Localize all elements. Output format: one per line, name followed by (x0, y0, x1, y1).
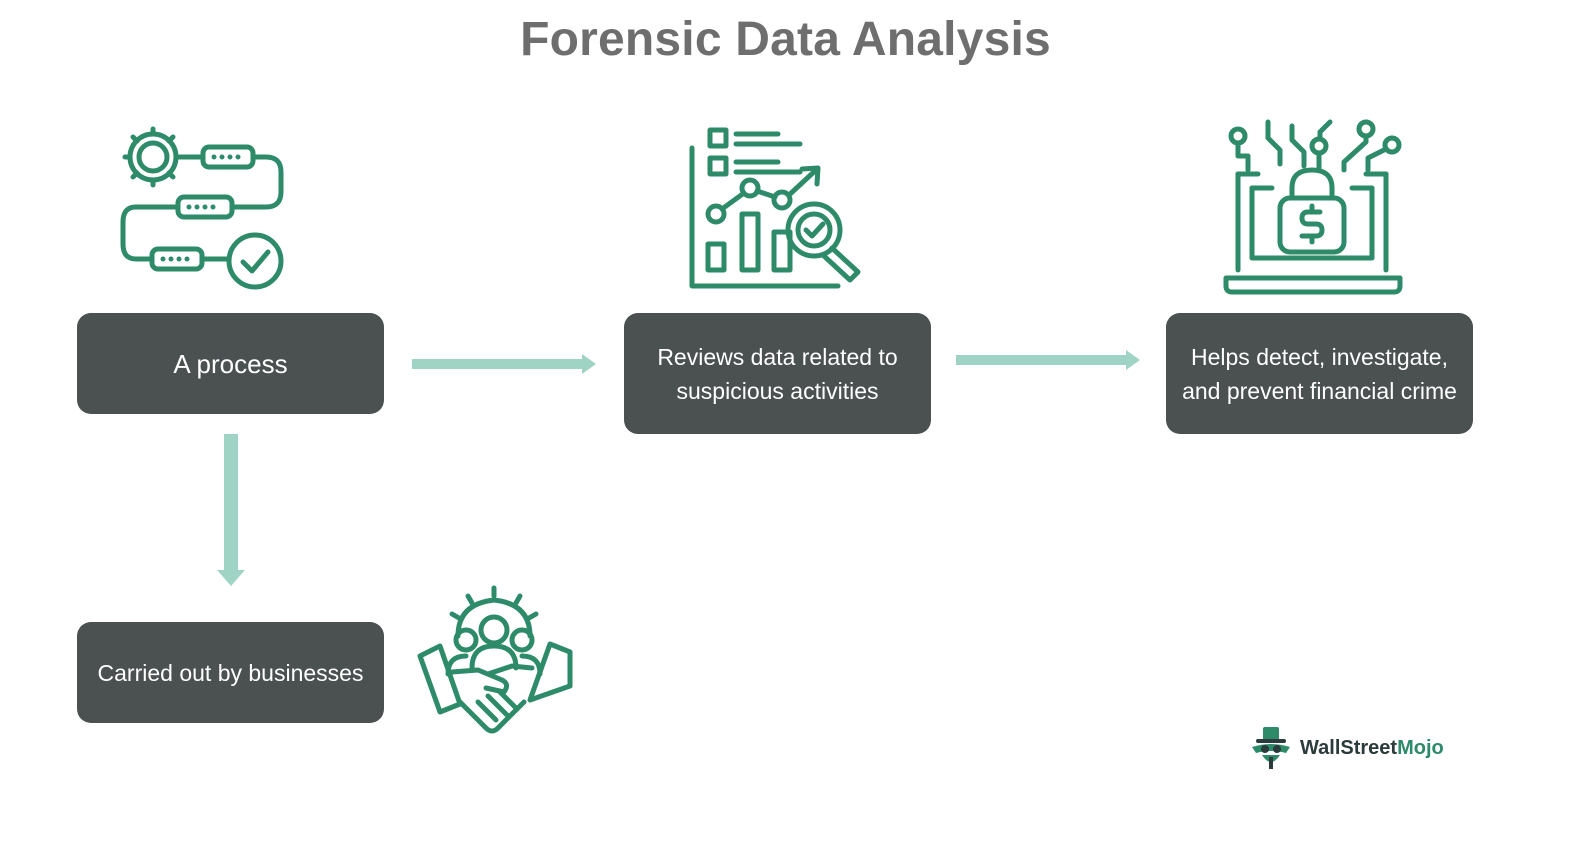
logo-mascot-icon (1252, 727, 1290, 769)
arrow-right-1 (412, 354, 596, 374)
arrow-right-2 (956, 350, 1140, 370)
arrow-down (217, 434, 245, 586)
process-box: A process (77, 313, 384, 414)
reviews-box: Reviews data related to suspicious activ… (624, 313, 931, 434)
logo-text-part1: WallStreet (1300, 736, 1398, 759)
logo-text-part2: Mojo (1397, 736, 1444, 759)
helps-box: Helps detect, investigate, and prevent f… (1166, 313, 1473, 434)
data-analysis-chart-icon (689, 127, 861, 289)
team-handshake-icon (417, 585, 573, 734)
carried-out-box: Carried out by businesses (77, 622, 384, 723)
logo-text: WallStreetMojo (1300, 737, 1444, 760)
wallstreetmojo-logo: WallStreetMojo (1248, 725, 1444, 771)
laptop-lock-security-icon (1223, 119, 1403, 295)
process-flow-icon (120, 126, 284, 290)
diagram-title: Forensic Data Analysis (520, 13, 1051, 66)
